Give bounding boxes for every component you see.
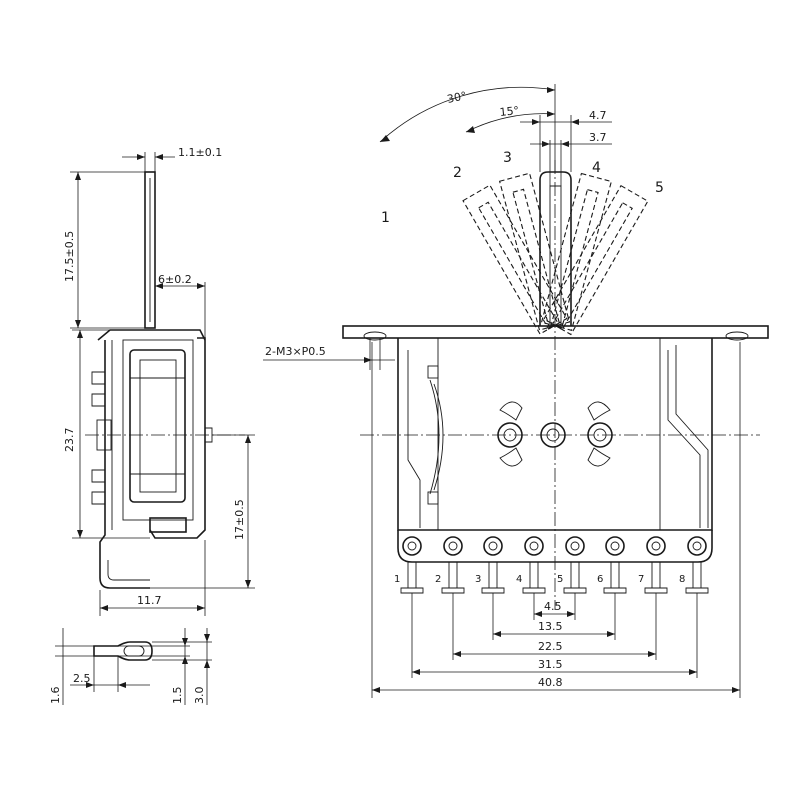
side-base-block <box>149 517 187 533</box>
dim-terminal-height: 17±0.5 <box>150 434 255 589</box>
dim-thickness-label: 1.1±0.1 <box>178 146 222 159</box>
dim-lever-outer-label: 4.7 <box>589 109 607 122</box>
side-inner-frame <box>122 339 194 521</box>
dim-depth-label: 11.7 <box>137 594 162 607</box>
terminal-dim-b-label: 2.5 <box>73 672 91 685</box>
terminal-tab-slot <box>123 645 145 657</box>
position-label-3: 3 <box>503 150 512 166</box>
position-label-5: 5 <box>655 180 664 196</box>
side-frame-right <box>149 337 206 539</box>
terminal-tab-outline <box>93 641 153 661</box>
front-left-spring <box>407 350 421 528</box>
angle-outer-label: 30° <box>446 89 468 106</box>
dim-body-height: 23.7 <box>63 329 150 539</box>
front-view: 30° 15° 4.7 3.7 1 2 3 4 5 <box>263 84 769 698</box>
front-left-contact <box>429 379 440 495</box>
side-rotor-core <box>139 359 177 493</box>
pin-label-5: 5 <box>557 574 563 585</box>
front-lever-pos-1 <box>462 184 568 335</box>
dim-span-1-label: 13.5 <box>538 620 563 633</box>
position-label-1: 1 <box>381 210 390 226</box>
side-terminal-leg-inner <box>107 560 150 581</box>
front-pins <box>400 562 709 594</box>
dim-body-height-label: 23.7 <box>63 428 76 453</box>
pin-label-3: 3 <box>475 574 481 585</box>
dim-span-2-label: 22.5 <box>538 640 563 653</box>
dim-span-3-label: 31.5 <box>538 658 563 671</box>
front-mount-plate <box>342 325 769 339</box>
front-bottom-dims: 4.5 13.5 22.5 31.5 40.8 <box>371 342 741 698</box>
mount-label: 2-M3×P0.5 <box>265 345 326 358</box>
front-mount-hole-left <box>363 331 387 341</box>
arc-30 <box>379 86 556 143</box>
front-left-clip-top <box>427 365 439 379</box>
pin-label-8: 8 <box>679 574 685 585</box>
pin-label-2: 2 <box>435 574 441 585</box>
side-frame-left <box>99 340 106 560</box>
front-left-contact-inner <box>433 383 444 491</box>
dim-total-label: 40.8 <box>538 676 563 689</box>
dim-lever-height: 17.5±0.5 <box>63 171 145 329</box>
dim-lever-inner-label: 3.7 <box>589 131 607 144</box>
side-tab-4 <box>91 491 105 505</box>
front-lever-pos-5 <box>543 184 649 336</box>
front-lever-pos-2 <box>498 172 571 331</box>
dim-mount: 2-M3×P0.5 <box>263 338 395 370</box>
front-right-spring-2 <box>675 345 709 528</box>
terminal-dim-a-label: 1.6 <box>49 687 62 705</box>
front-left-clip-bottom <box>427 491 439 505</box>
side-tab-2 <box>91 393 105 407</box>
front-mount-hole-right <box>725 331 749 341</box>
dim-lever-width-label: 6±0.2 <box>158 273 192 286</box>
angle-inner-label: 15° <box>499 104 520 119</box>
side-tab-3 <box>91 469 105 483</box>
dim-lever-width: 6±0.2 <box>155 273 206 338</box>
arc-15 <box>465 113 556 133</box>
side-tab-1 <box>91 371 105 385</box>
side-terminal-leg <box>99 560 150 589</box>
terminal-dim-d-label: 3.0 <box>193 687 206 705</box>
position-label-4: 4 <box>592 160 601 176</box>
front-terminal-strip <box>397 530 713 563</box>
front-lever-pos-4 <box>540 172 613 331</box>
front-lever-active-inner <box>549 185 562 326</box>
pin-label-4: 4 <box>516 574 522 585</box>
front-lever-active <box>539 171 572 326</box>
dim-depth: 11.7 <box>99 540 206 616</box>
front-terminal-eyelets <box>402 536 707 556</box>
dim-thickness: 1.1±0.1 <box>122 146 222 172</box>
dim-terminal-height-label: 17±0.5 <box>233 499 246 540</box>
side-rotor <box>129 349 186 503</box>
pin-label-6: 6 <box>597 574 603 585</box>
front-right-spring <box>667 350 701 528</box>
pin-label-1: 1 <box>394 574 400 585</box>
side-lever-blade <box>144 171 156 329</box>
terminal-detail: 2.5 1.6 1.5 3.0 <box>49 628 212 705</box>
side-view: 1.1±0.1 17.5±0.5 6±0.2 23.7 <box>63 146 255 616</box>
pin-label-7: 7 <box>638 574 644 585</box>
terminal-dim-c-label: 1.5 <box>171 687 184 705</box>
position-label-2: 2 <box>453 165 462 181</box>
dim-pitch-label: 4.5 <box>544 600 562 613</box>
side-top-plate <box>97 329 206 341</box>
dim-lever-height-label: 17.5±0.5 <box>63 231 76 282</box>
